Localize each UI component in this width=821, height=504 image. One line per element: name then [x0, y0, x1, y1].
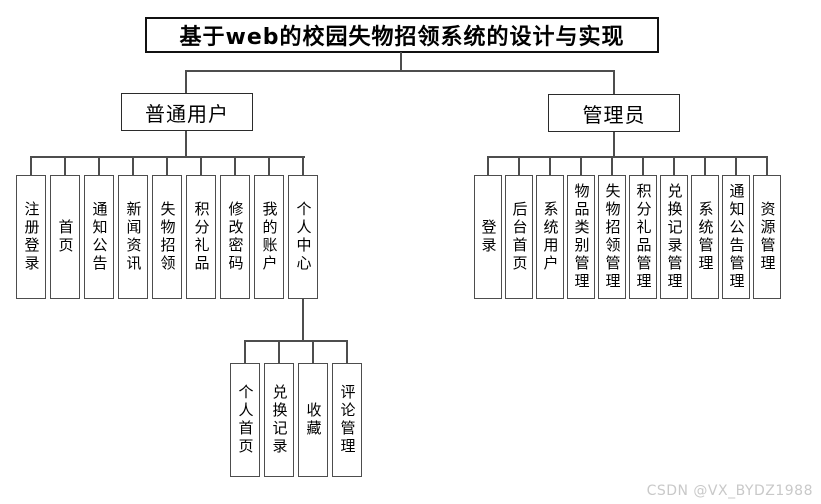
node-ordinary-user-label: 普通用户 — [145, 101, 229, 126]
connector — [673, 156, 675, 175]
connector — [98, 156, 100, 175]
connector — [166, 156, 168, 175]
connector — [704, 156, 706, 175]
node-points-gift-mgmt: 积分礼品管理 — [629, 175, 657, 299]
connector — [549, 156, 551, 175]
node-my-account: 我的账户 — [254, 175, 284, 299]
node-item-category-mgmt: 物品类别管理 — [567, 175, 595, 299]
diagram-title-box: 基于web的校园失物招领系统的设计与实现 — [145, 17, 659, 53]
connector-to-admin — [613, 70, 615, 94]
node-system-user: 系统用户 — [536, 175, 564, 299]
node-points-gifts: 积分礼品 — [186, 175, 216, 299]
connector — [580, 156, 582, 175]
connector — [611, 156, 613, 175]
node-ordinary-user: 普通用户 — [121, 93, 253, 131]
node-favorites: 收藏 — [298, 363, 328, 477]
connector-personal-hline — [244, 340, 348, 342]
connector — [234, 156, 236, 175]
connector-admin-stub — [613, 132, 615, 156]
connector — [268, 156, 270, 175]
node-personal-center: 个人中心 — [288, 175, 318, 299]
node-admin-home: 后台首页 — [505, 175, 533, 299]
node-administrator: 管理员 — [548, 94, 680, 132]
connector-admin-hline — [487, 156, 768, 158]
connector — [518, 156, 520, 175]
node-login: 登录 — [474, 175, 502, 299]
node-lost-found: 失物招领 — [152, 175, 182, 299]
connector-level1-hline — [185, 70, 615, 72]
node-notice-mgmt: 通知公告管理 — [722, 175, 750, 299]
connector-personal-stub — [302, 299, 304, 340]
node-resource-mgmt: 资源管理 — [753, 175, 781, 299]
node-exchange-record: 兑换记录 — [264, 363, 294, 477]
connector — [244, 340, 246, 363]
node-exchange-record-mgmt: 兑换记录管理 — [660, 175, 688, 299]
diagram-title-label: 基于web的校园失物招领系统的设计与实现 — [179, 25, 625, 50]
connector — [766, 156, 768, 175]
node-notice-announcement: 通知公告 — [84, 175, 114, 299]
connector — [200, 156, 202, 175]
connector-user-stub — [185, 131, 187, 156]
connector — [302, 156, 304, 175]
node-personal-home: 个人首页 — [230, 363, 260, 477]
node-lost-found-mgmt: 失物招领管理 — [598, 175, 626, 299]
connector — [278, 340, 280, 363]
connector — [64, 156, 66, 175]
node-register-login: 注册登录 — [16, 175, 46, 299]
connector — [487, 156, 489, 175]
connector — [642, 156, 644, 175]
node-system-mgmt: 系统管理 — [691, 175, 719, 299]
node-administrator-label: 管理员 — [582, 102, 646, 127]
connector — [312, 340, 314, 363]
node-change-password: 修改密码 — [220, 175, 250, 299]
csdn-watermark: CSDN @VX_BYDZ1988 — [646, 483, 813, 499]
connector — [132, 156, 134, 175]
connector — [735, 156, 737, 175]
node-home: 首页 — [50, 175, 80, 299]
node-comment-mgmt: 评论管理 — [332, 363, 362, 477]
connector-title-stub — [400, 52, 402, 70]
node-news-info: 新闻资讯 — [118, 175, 148, 299]
connector-to-user — [185, 70, 187, 93]
connector — [30, 156, 32, 175]
connector — [346, 340, 348, 363]
